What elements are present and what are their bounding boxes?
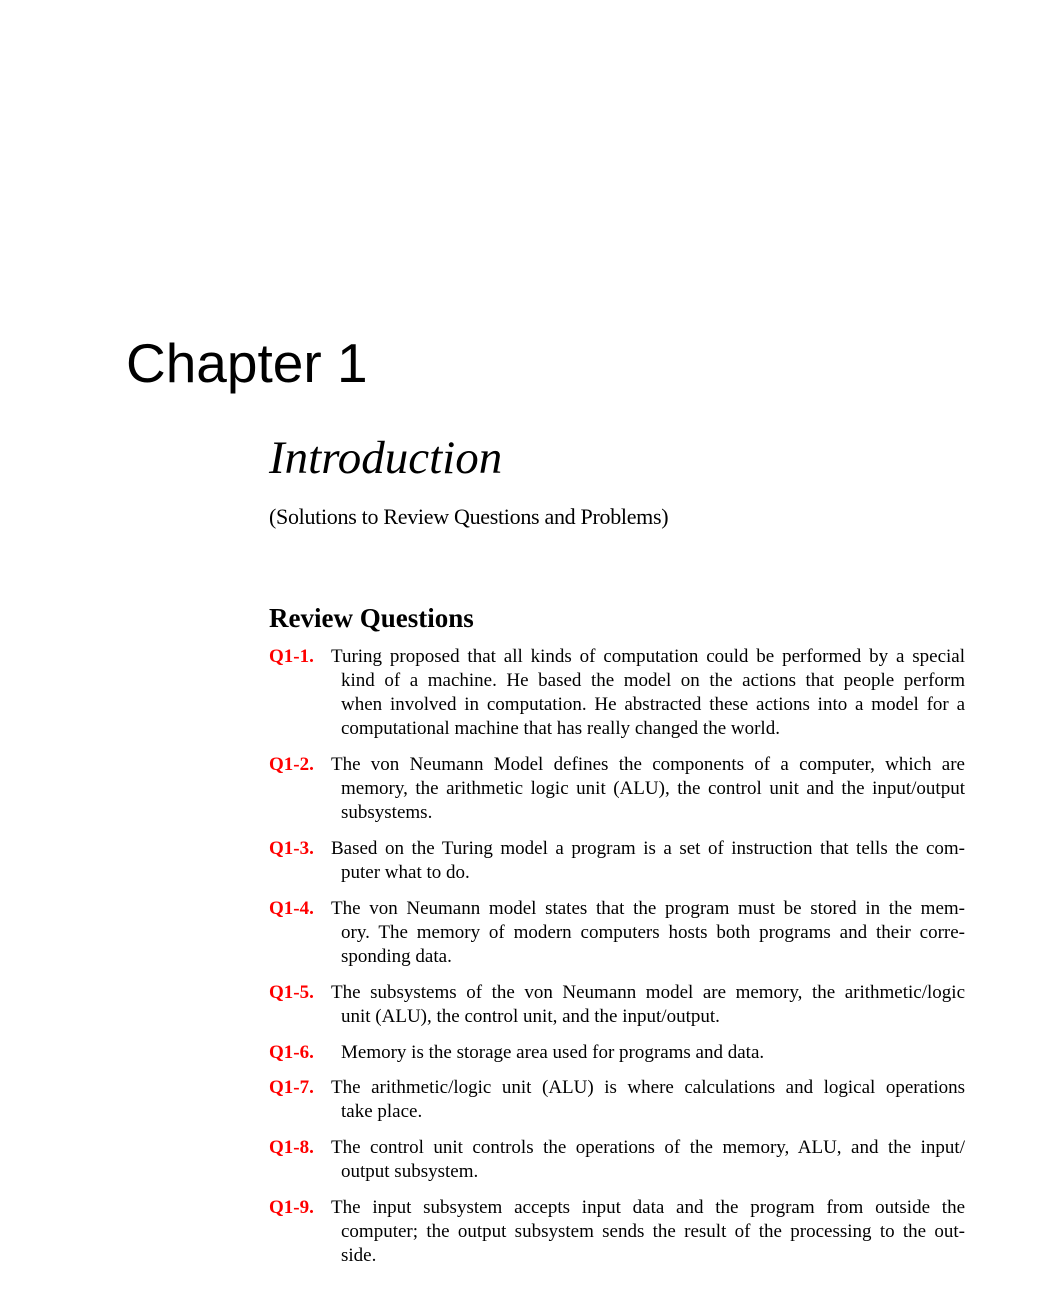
answer-text-line: ory. The memory of modern computers host…: [341, 922, 965, 943]
review-question-item: Q1-4. The von Neumann model states that t…: [269, 897, 965, 969]
answer-text-line: side.: [341, 1245, 377, 1266]
answer-text-line: when involved in computation. He abstrac…: [341, 694, 965, 715]
review-question-item: Q1-6. Memory is the storage area used for…: [269, 1041, 965, 1065]
chapter-subtitle: (Solutions to Review Questions and Probl…: [269, 504, 669, 529]
answer-text-line: memory, the arithmetic logic unit (ALU),…: [341, 778, 965, 799]
question-label: Q1-3.: [269, 838, 314, 859]
question-label: Q1-7.: [269, 1077, 314, 1098]
answer-text-line: Based on the Turing model a program is a…: [331, 838, 965, 859]
answer-text-line: subsystems.: [341, 802, 433, 823]
review-question-item: Q1-7. The arithmetic/logic unit (ALU) is …: [269, 1076, 965, 1124]
answer-text-line: unit (ALU), the control unit, and the in…: [341, 1006, 720, 1027]
answer-text-line: kind of a machine. He based the model on…: [341, 670, 965, 691]
answer-text-line: output subsystem.: [341, 1161, 479, 1182]
answer-text-line: computational machine that has really ch…: [341, 718, 780, 739]
question-label: Q1-6.: [269, 1042, 314, 1063]
review-question-item: Q1-2. The von Neumann Model defines the c…: [269, 753, 965, 825]
review-question-item: Q1-1. Turing proposed that all kinds of c…: [269, 645, 965, 741]
review-question-item: Q1-9. The input subsystem accepts input d…: [269, 1196, 965, 1268]
answer-text-line: The arithmetic/logic unit (ALU) is where…: [331, 1077, 965, 1098]
question-label: Q1-9.: [269, 1197, 314, 1218]
review-question-item: Q1-5. The subsystems of the von Neumann m…: [269, 981, 965, 1029]
question-label: Q1-8.: [269, 1137, 314, 1158]
answer-text-line: Turing proposed that all kinds of comput…: [331, 646, 965, 667]
chapter-heading: Chapter 1: [126, 332, 368, 394]
answer-text-line: sponding data.: [341, 946, 452, 967]
answer-text-line: take place.: [341, 1101, 423, 1122]
question-label: Q1-2.: [269, 754, 314, 775]
answer-text-line: The input subsystem accepts input data a…: [331, 1197, 965, 1218]
review-question-item: Q1-8. The control unit controls the opera…: [269, 1136, 965, 1184]
section-heading-review-questions: Review Questions: [269, 603, 474, 633]
answer-text-line: computer; the output subsystem sends the…: [341, 1221, 965, 1242]
answer-text-line: The subsystems of the von Neumann model …: [331, 982, 965, 1003]
answer-text-line: The control unit controls the operations…: [331, 1137, 965, 1158]
answer-text-line: The von Neumann model states that the pr…: [331, 898, 965, 919]
question-label: Q1-1.: [269, 646, 314, 667]
chapter-title: Introduction: [269, 432, 503, 484]
answer-text-line: Memory is the storage area used for prog…: [341, 1042, 765, 1063]
answer-text-line: puter what to do.: [341, 862, 470, 883]
answer-text-line: The von Neumann Model defines the compon…: [331, 754, 965, 775]
review-question-item: Q1-3. Based on the Turing model a program…: [269, 837, 965, 885]
question-label: Q1-5.: [269, 982, 314, 1003]
question-label: Q1-4.: [269, 898, 314, 919]
